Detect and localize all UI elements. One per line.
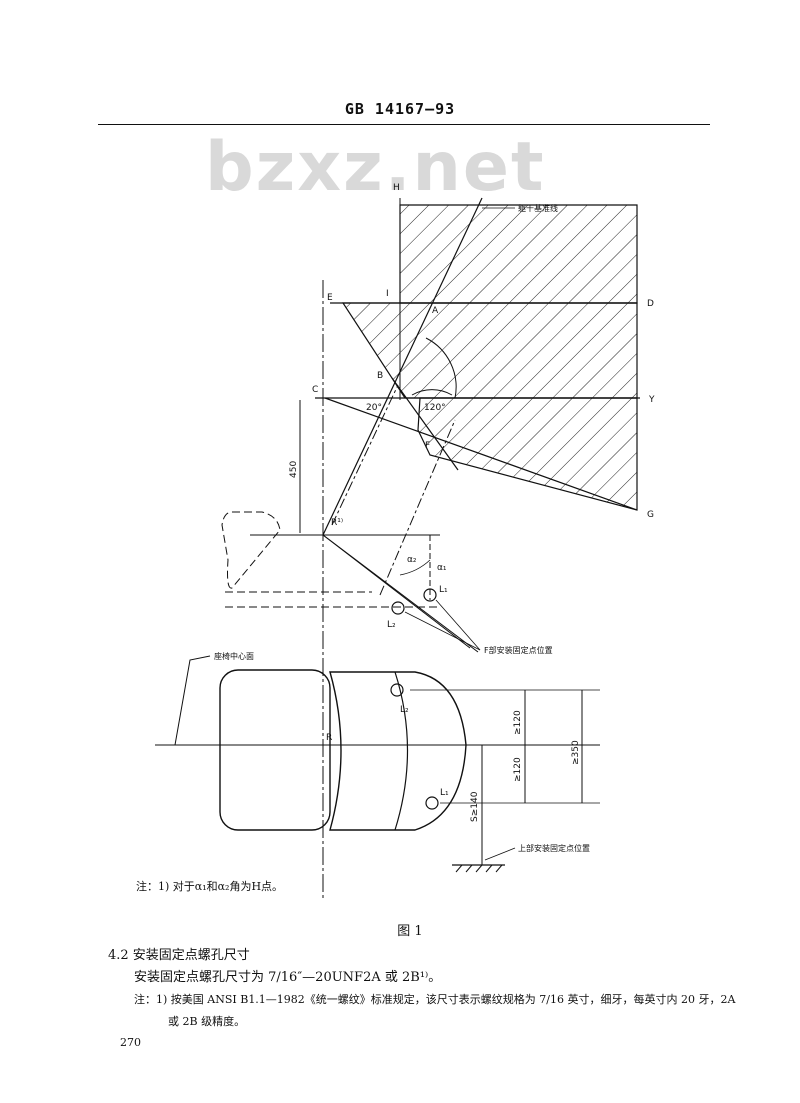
seat-center-leader	[174, 655, 211, 746]
seat-plan-left	[219, 669, 331, 831]
callout-torso-line: 躯干基准线	[518, 203, 558, 213]
label-D: D	[647, 299, 654, 309]
label-L1-side: L₁	[439, 585, 448, 595]
label-L1-plan: L₁	[440, 788, 449, 798]
seat-plan-back	[329, 671, 467, 831]
dim-140-label: S≥140	[470, 791, 480, 822]
label-angle-20: 20°	[366, 403, 382, 413]
watermark: bzxz.net	[205, 128, 546, 207]
angle-arc-120	[411, 389, 453, 396]
standard-number-header: GB 14167—93	[344, 100, 456, 118]
label-G: G	[647, 510, 654, 520]
label-Y: Y	[648, 395, 655, 405]
ground-hatch	[455, 864, 503, 873]
label-C: C	[312, 385, 318, 395]
seat-side-outline	[221, 511, 281, 589]
line-B-F	[391, 377, 459, 471]
callout-lower-anchor: F部安装固定点位置	[484, 645, 553, 655]
label-L2-plan: L₂	[400, 705, 409, 715]
anchor-hole-L2-side	[391, 601, 405, 615]
anchor-hole-L1-side	[423, 588, 437, 602]
label-alpha-2: α₂	[407, 555, 417, 565]
alpha-line-2	[322, 534, 471, 649]
label-R2: R	[326, 733, 332, 743]
header-rule	[98, 124, 710, 125]
label-alpha-1: α₁	[437, 563, 447, 573]
angle-arc-torso	[425, 337, 457, 399]
section-note-line-2: 或 2B 级精度。	[168, 1015, 246, 1028]
dim-120-upper-label: ≥120	[513, 710, 523, 735]
anchor-hole-L1-plan	[425, 796, 439, 810]
section-note-line-1: 注：1) 按美国 ANSI B1.1—1982《统一螺纹》标准规定，该尺寸表示螺…	[134, 993, 736, 1006]
figure-caption: 图 1	[397, 924, 423, 939]
figure-note: 注：1) 对于α₁和α₂角为H点。	[136, 880, 284, 893]
lower-anchor-leader-1	[435, 599, 481, 651]
dim-120-lower-label: ≥120	[513, 757, 523, 782]
hatched-region-middle	[341, 302, 638, 399]
label-B: B	[377, 371, 383, 381]
torso-reference-line	[322, 197, 483, 536]
lower-anchor-leader-2	[404, 611, 481, 651]
hatched-region-lower	[417, 397, 638, 511]
callout-seat-center: 座椅中心面	[214, 651, 254, 661]
anchor-hole-L2-plan	[390, 683, 404, 697]
line-F-G	[324, 397, 638, 511]
dim-450-label: 450	[289, 461, 299, 478]
torso-outline-left	[331, 384, 399, 526]
label-F: F	[425, 441, 430, 451]
hatched-region-upper	[399, 204, 638, 304]
alpha-arc-1	[399, 559, 431, 576]
label-H: H	[393, 183, 400, 193]
section-heading: 4.2 安装固定点螺孔尺寸	[108, 948, 250, 963]
label-L2-side: L₂	[387, 620, 396, 630]
seat-plan-curve	[394, 671, 409, 831]
section-body: 安装固定点螺孔尺寸为 7/16″—20UNF2A 或 2B¹⁾。	[134, 970, 442, 985]
torso-outline-right	[379, 419, 456, 596]
label-I: I	[386, 289, 389, 299]
label-E: E	[327, 293, 333, 303]
label-R1: R¹⁾	[331, 518, 343, 528]
dim-350-label: ≥350	[571, 740, 581, 765]
technical-figure: H I E A D B C Y F G R¹⁾ R 20° 120° α₁ α₂…	[155, 183, 655, 900]
label-A: A	[432, 306, 439, 316]
callout-upper-anchor: 上部安装固定点位置	[518, 843, 590, 853]
label-angle-120: 120°	[424, 403, 446, 413]
page-number: 270	[120, 1036, 141, 1049]
upper-anchor-leader	[484, 847, 516, 861]
